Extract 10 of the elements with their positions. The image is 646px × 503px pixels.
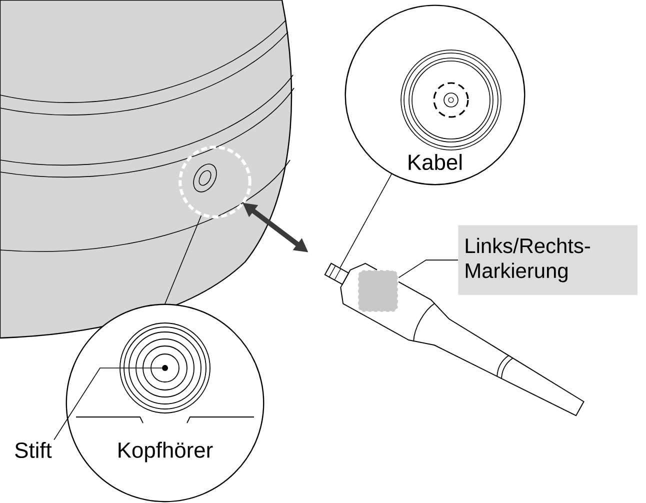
pin-label: Stift [15, 442, 52, 458]
leader-line [398, 260, 458, 278]
socket-highlight [178, 146, 252, 218]
cable-inset: Kabel [344, 4, 526, 186]
node-label: Kopfhörer [118, 442, 213, 462]
label-box: Links/Rechts-Markierung [458, 225, 638, 295]
leader-line [340, 174, 392, 268]
marking-patch [357, 269, 399, 313]
leader-line [164, 215, 202, 304]
jack-inset: Kopfhörer [66, 304, 264, 502]
